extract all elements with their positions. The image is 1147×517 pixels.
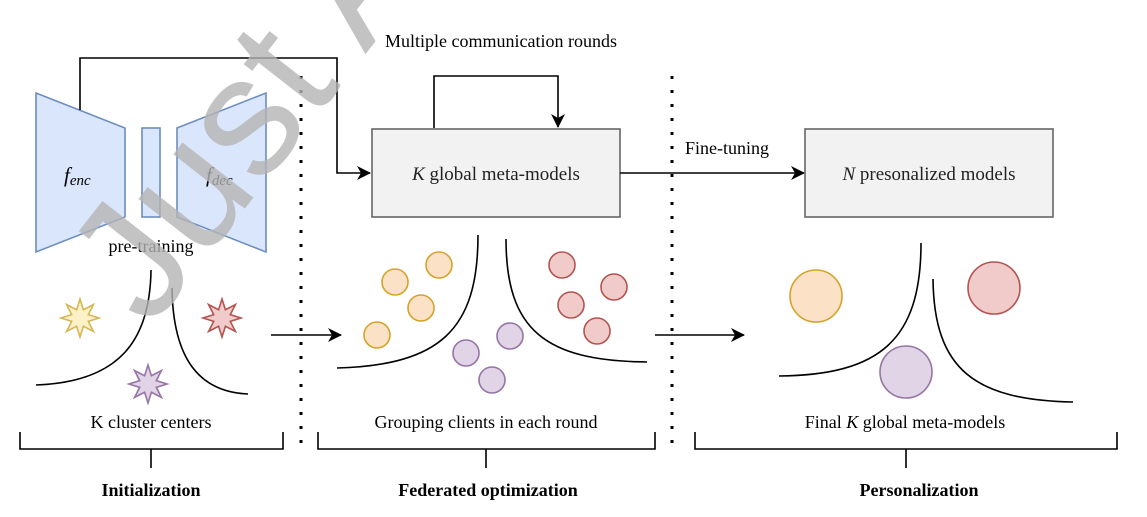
group-boundary-left	[336, 234, 479, 369]
client-purple	[478, 366, 506, 394]
personalized-models-box	[804, 128, 1054, 218]
client-purple	[452, 339, 480, 367]
init-caption: K cluster centers	[91, 412, 212, 432]
section-title-initialization: Initialization	[101, 480, 200, 500]
global-meta-models-box	[371, 128, 621, 218]
communication-loop-arrow	[433, 75, 565, 128]
final-model-purple	[879, 345, 933, 399]
cluster-boundary-left	[35, 269, 152, 386]
group-boundary-right	[505, 238, 648, 363]
pretraining-label: pre-training	[109, 236, 194, 256]
client-red	[548, 251, 576, 279]
cluster-boundary-right	[171, 287, 249, 395]
cluster-center-yellow-star-icon	[58, 296, 102, 340]
decoder-shape	[176, 91, 267, 254]
client-red	[600, 273, 628, 301]
personalized-models-label: N presonalized models	[841, 164, 1015, 185]
cluster-center-red-star-icon	[200, 296, 244, 340]
encoder-shape	[35, 91, 126, 254]
decoder-label: fdec	[206, 163, 233, 189]
bracket-personalization	[694, 432, 1118, 468]
section-title-personalization: Personalization	[860, 480, 979, 500]
final-model-orange	[789, 269, 843, 323]
cluster-centers	[58, 296, 244, 406]
final-meta-models	[789, 261, 1021, 399]
section-title-federated: Federated optimization	[398, 480, 577, 500]
client-purple	[496, 322, 524, 350]
autoencoder: fenc fdec	[35, 91, 267, 254]
final-boundary-left	[778, 242, 922, 377]
client-red	[557, 291, 585, 319]
global-meta-models-label: K global meta-models	[411, 164, 580, 185]
bottleneck-shape	[141, 127, 161, 218]
personalization-caption: Final K global meta-models	[805, 412, 1006, 432]
client-groups	[363, 251, 628, 394]
final-boundary-right	[932, 278, 1074, 403]
client-orange	[425, 251, 453, 279]
loop-label: Multiple communication rounds	[385, 31, 617, 51]
pretrain-to-global-connector	[79, 57, 371, 180]
client-orange	[407, 294, 435, 322]
client-orange	[363, 321, 391, 349]
client-orange	[381, 268, 409, 296]
encoder-label: fenc	[64, 163, 91, 189]
federated-caption: Grouping clients in each round	[375, 412, 598, 432]
client-red	[583, 317, 611, 345]
fine-tuning-label: Fine-tuning	[685, 138, 769, 158]
cluster-center-purple-star-icon	[126, 362, 170, 406]
bracket-initialization	[19, 432, 284, 468]
bracket-federated	[317, 432, 656, 468]
final-model-red	[967, 261, 1021, 315]
